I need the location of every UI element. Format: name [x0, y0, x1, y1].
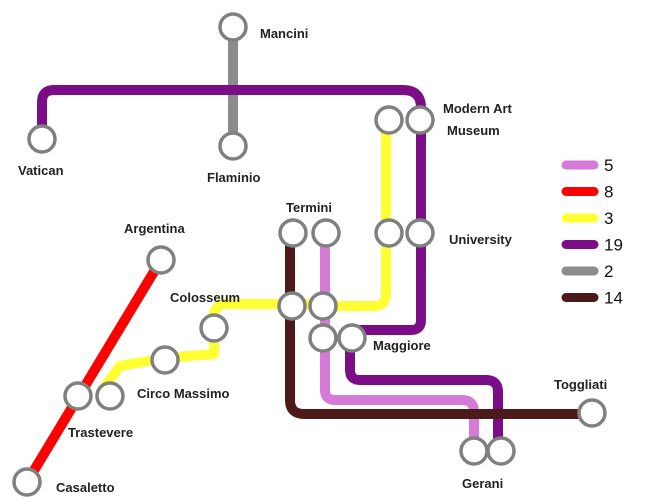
station-colosseum-a[interactable]	[277, 291, 307, 321]
legend: 5 8 3 19 2 14	[561, 156, 623, 308]
station-gerani-a[interactable]	[459, 436, 489, 466]
label-flaminio: Flaminio	[207, 170, 261, 185]
label-modern-art-1: Modern Art	[443, 101, 513, 116]
station-termini-b[interactable]	[311, 218, 341, 248]
station-trastevere-a[interactable]	[63, 381, 93, 411]
station-university-b[interactable]	[405, 218, 435, 248]
line-8	[22, 255, 166, 487]
legend-label-3: 3	[604, 209, 613, 228]
station-termini-a[interactable]	[278, 218, 308, 248]
label-maggiore: Maggiore	[373, 338, 431, 353]
line-5	[320, 229, 479, 455]
label-vatican: Vatican	[18, 163, 64, 178]
station-argentina[interactable]	[146, 245, 176, 275]
station-maggiore-a[interactable]	[308, 323, 338, 353]
label-trastevere: Trastevere	[68, 425, 133, 440]
station-maggiore-b[interactable]	[337, 323, 367, 353]
label-toggliati: Toggliati	[554, 377, 607, 392]
station-vatican[interactable]	[27, 124, 57, 154]
label-circo-massimo: Circo Massimo	[137, 386, 230, 401]
station-university-a[interactable]	[374, 218, 404, 248]
station-circo-massimo[interactable]	[150, 345, 180, 375]
station-colosseum-spur[interactable]	[199, 313, 229, 343]
legend-label-14: 14	[604, 289, 623, 308]
station-markers	[12, 12, 607, 497]
label-termini: Termini	[286, 200, 332, 215]
legend-label-2: 2	[604, 262, 613, 281]
station-colosseum-b[interactable]	[308, 291, 338, 321]
legend-label-19: 19	[604, 236, 623, 255]
legend-label-5: 5	[604, 156, 613, 175]
label-colosseum: Colosseum	[170, 290, 240, 305]
station-modern-art-museum-b[interactable]	[405, 105, 435, 135]
label-mancini: Mancini	[260, 26, 308, 41]
station-gerani-b[interactable]	[486, 436, 516, 466]
label-casaletto: Casaletto	[56, 480, 115, 495]
station-modern-art-museum-a[interactable]	[374, 105, 404, 135]
station-casaletto[interactable]	[12, 467, 42, 497]
station-mancini[interactable]	[218, 12, 248, 42]
station-trastevere-b[interactable]	[95, 381, 125, 411]
station-labels: Mancini Vatican Flaminio Modern Art Muse…	[18, 26, 607, 495]
label-gerani: Gerani	[462, 476, 503, 491]
label-modern-art-2: Museum	[447, 123, 500, 138]
label-university: University	[449, 232, 513, 247]
station-toggliati[interactable]	[577, 398, 607, 428]
line-19	[37, 85, 503, 455]
label-argentina: Argentina	[124, 221, 185, 236]
line-14	[285, 229, 597, 419]
station-flaminio[interactable]	[218, 131, 248, 161]
legend-label-8: 8	[604, 183, 613, 202]
line-3	[97, 115, 391, 395]
